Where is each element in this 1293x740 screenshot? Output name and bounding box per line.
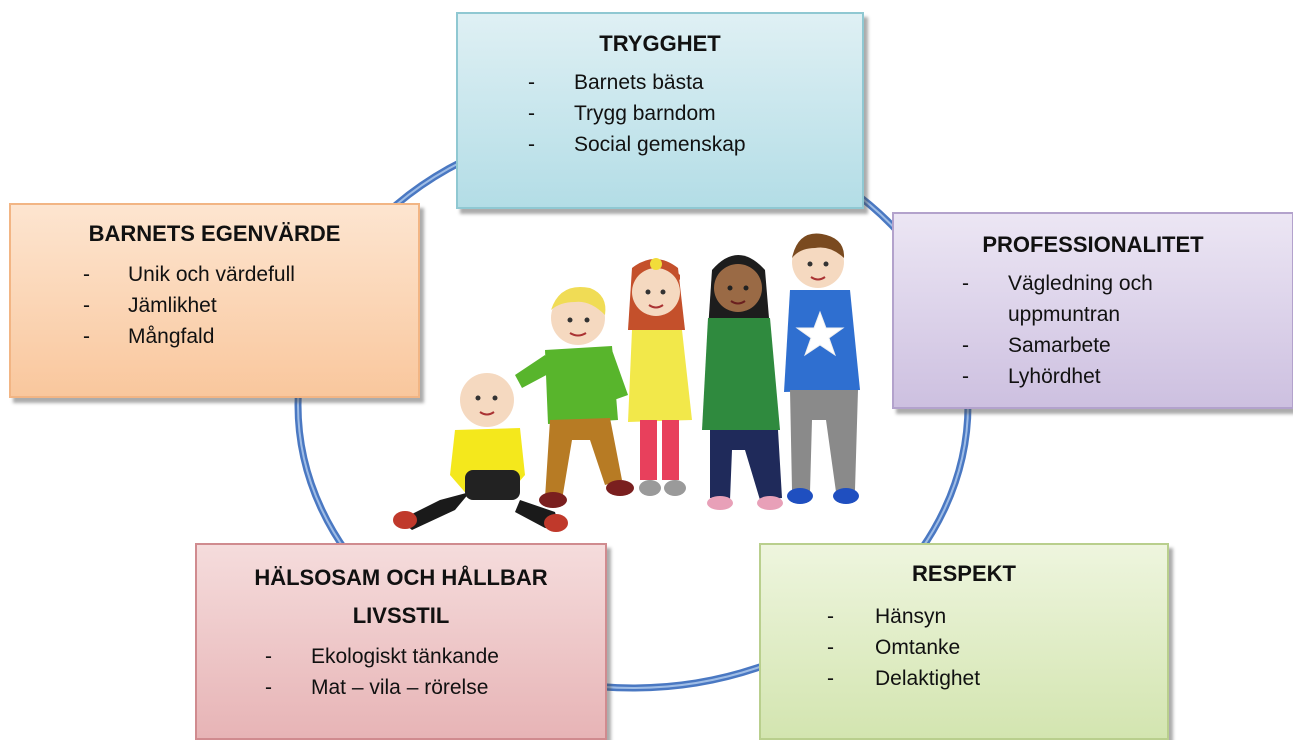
box-title-halsosam: HÄLSOSAM OCH HÅLLBAR LIVSSTIL <box>254 565 548 628</box>
list-item: -Mat – vila – rörelse <box>197 672 605 703</box>
box-professionalitet: PROFESSIONALITET -Vägledning och uppmunt… <box>892 212 1293 409</box>
box-barnets-egenvarde: BARNETS EGENVÄRDE -Unik och värdefull -J… <box>9 203 420 398</box>
list-item: -Barnets bästa <box>458 67 862 98</box>
box-list-respekt: -Hänsyn -Omtanke -Delaktighet <box>761 601 1167 694</box>
list-item: -Hänsyn <box>761 601 1167 632</box>
box-list-professionalitet: -Vägledning och uppmuntran -Samarbete -L… <box>894 268 1292 392</box>
list-dash: - <box>265 676 272 699</box>
child-dark-hair-girl <box>702 255 783 510</box>
list-item: -Unik och värdefull <box>11 259 418 290</box>
list-dash: - <box>827 605 834 628</box>
list-dash: - <box>83 325 90 348</box>
list-item: -Lyhördhet <box>894 361 1292 392</box>
list-dash: - <box>528 102 535 125</box>
list-dash: - <box>827 667 834 690</box>
box-title-respekt: RESPEKT <box>912 561 1016 586</box>
children-illustration <box>393 233 860 532</box>
list-dash: - <box>265 645 272 668</box>
box-trygghet: TRYGGHET -Barnets bästa -Trygg barndom -… <box>456 12 864 209</box>
list-dash: - <box>528 133 535 156</box>
list-dash: - <box>962 365 969 388</box>
box-list-trygghet: -Barnets bästa -Trygg barndom -Social ge… <box>458 67 862 160</box>
list-item: -Mångfald <box>11 321 418 352</box>
box-respekt: RESPEKT -Hänsyn -Omtanke -Delaktighet <box>759 543 1169 740</box>
list-item: -Samarbete <box>894 330 1292 361</box>
list-dash: - <box>962 272 969 295</box>
list-dash: - <box>83 263 90 286</box>
list-item: -Social gemenskap <box>458 129 862 160</box>
list-item: -Ekologiskt tänkande <box>197 641 605 672</box>
child-star-boy <box>784 233 860 504</box>
box-title-professionalitet: PROFESSIONALITET <box>982 232 1204 257</box>
box-halsosam-livsstil: HÄLSOSAM OCH HÅLLBAR LIVSSTIL -Ekologisk… <box>195 543 607 740</box>
box-list-egenvarde: -Unik och värdefull -Jämlikhet -Mångfald <box>11 259 418 352</box>
box-title-egenvarde: BARNETS EGENVÄRDE <box>88 221 341 246</box>
box-title-trygghet: TRYGGHET <box>599 31 721 56</box>
list-item: -Delaktighet <box>761 663 1167 694</box>
list-item: -Omtanke <box>761 632 1167 663</box>
list-item: -Jämlikhet <box>11 290 418 321</box>
child-baby <box>393 373 568 532</box>
list-dash: - <box>962 334 969 357</box>
list-dash: - <box>827 636 834 659</box>
child-blond-boy <box>515 286 634 508</box>
list-item: -Vägledning och uppmuntran <box>894 268 1292 330</box>
list-dash: - <box>83 294 90 317</box>
list-dash: - <box>528 71 535 94</box>
list-item: -Trygg barndom <box>458 98 862 129</box>
box-list-halsosam: -Ekologiskt tänkande -Mat – vila – rörel… <box>197 641 605 703</box>
child-red-hair-girl <box>628 258 692 496</box>
